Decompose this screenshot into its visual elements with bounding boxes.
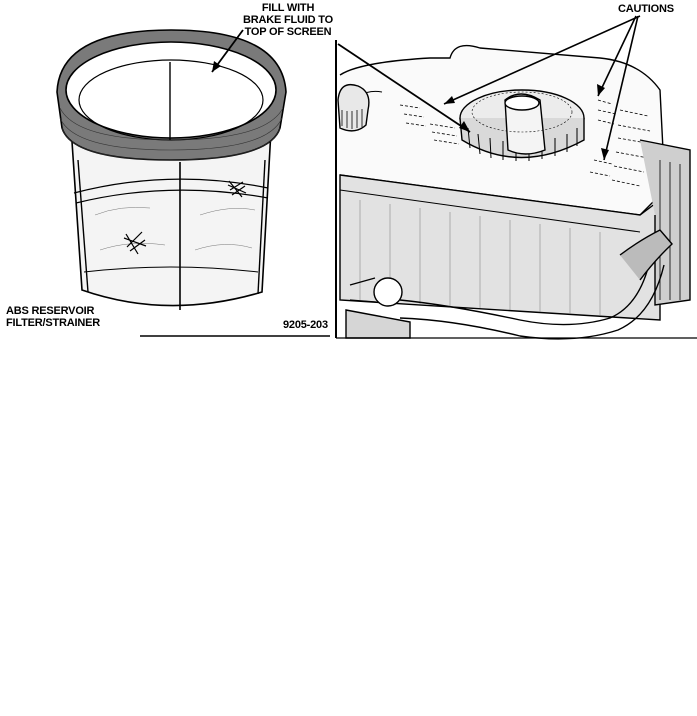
filter-strainer-drawing: [56, 29, 287, 310]
cautions-leaders: [443, 15, 641, 161]
fill-label-line-2: BRAKE FLUID TO: [243, 14, 333, 26]
caution-text-marks: [399, 99, 653, 187]
diagonal-pointer: [337, 43, 471, 133]
cautions-label: CAUTIONS: [618, 3, 674, 15]
fill-label-line-3: TOP OF SCREEN: [244, 26, 332, 38]
left-filler-cap: [337, 83, 370, 132]
strainer-body: [69, 111, 273, 307]
abs-reservoir-label: ABS RESERVOIR FILTER/STRAINER: [6, 305, 100, 329]
debris-mark-upper: [227, 180, 247, 198]
main-filler-cap: [459, 89, 585, 161]
hose-lines: [399, 229, 673, 340]
left-fitting: [345, 277, 411, 339]
debris-mark-lower: [123, 231, 147, 255]
abs-label-line-2: FILTER/STRAINER: [6, 317, 100, 329]
abs-label-line-1: ABS RESERVOIR: [6, 305, 95, 317]
reservoir-drawing: [335, 40, 697, 340]
fill-instruction-label: FILL WITH BRAKE FLUID TO TOP OF SCREEN: [238, 2, 338, 38]
fill-label-line-1: FILL WITH: [261, 2, 315, 14]
figure-number: 9205-203: [283, 319, 328, 331]
